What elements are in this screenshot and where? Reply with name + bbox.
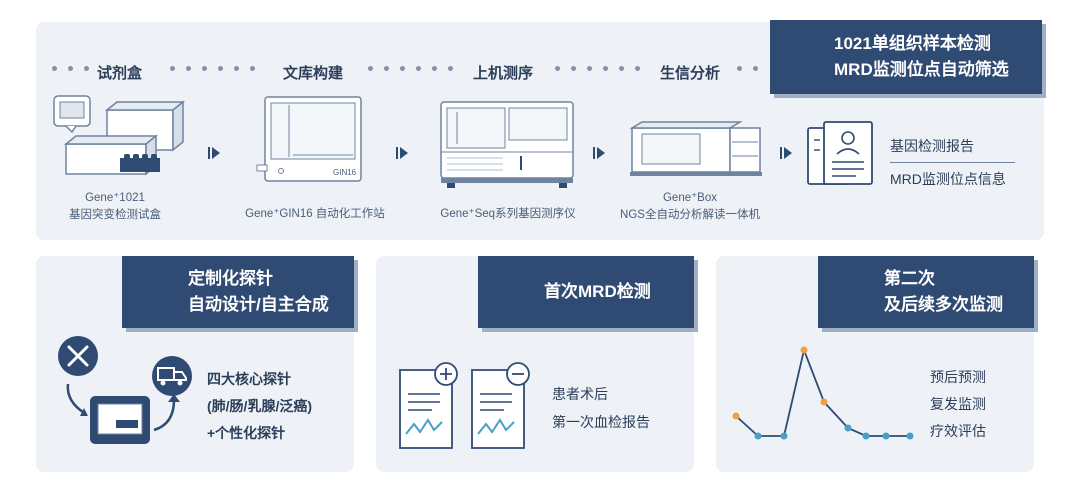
- trend-point: [780, 432, 788, 440]
- step-label-sequencing: 上机测序: [473, 65, 534, 82]
- probe-line-1: 四大核心探针: [207, 371, 291, 387]
- badge-d: D 第二次 及后续多次监测: [818, 256, 1034, 328]
- probe-text: 四大核心探针 (肺/肠/乳腺/泛癌) +个性化探针: [207, 366, 312, 447]
- trend-point: [862, 432, 870, 440]
- flow-arrow-2: [396, 147, 408, 159]
- workstation-illustration: GIN16: [256, 96, 362, 182]
- kit-caption: Gene⁺1021 基因突变检测试盒: [60, 190, 170, 224]
- badge-a-letter: A: [770, 30, 830, 84]
- report-line-gene: 基因检测报告: [890, 138, 974, 154]
- followup-line-1: 预后预测: [930, 369, 986, 385]
- first-test-line-1: 患者术后: [552, 386, 608, 402]
- workstation-device-label: GIN16: [333, 168, 357, 177]
- kit-box-illustration: [53, 95, 186, 176]
- badge-b-line-2: 自动设计/自主合成: [188, 295, 329, 314]
- sequencer-illustration: [440, 101, 574, 188]
- kit-caption-line-2: 基因突变检测试盒: [69, 209, 161, 221]
- followup-text: 预后预测 复发监测 疗效评估: [930, 364, 986, 445]
- step-dots-4: [555, 66, 640, 71]
- report-divider: [890, 162, 1015, 163]
- trend-point: [800, 346, 808, 354]
- step-dots-5: [737, 66, 758, 71]
- flow-arrow-3: [593, 147, 605, 159]
- badge-c: C 首次MRD检测: [478, 256, 694, 328]
- badge-d-line-2: 及后续多次监测: [884, 295, 1003, 314]
- trend-point: [754, 432, 762, 440]
- step-label-library: 文库构建: [283, 65, 344, 82]
- probe-line-2: (肺/肠/乳腺/泛癌): [207, 398, 312, 414]
- step-dots-3: [368, 66, 453, 71]
- trend-point: [820, 398, 828, 406]
- step-dots-1: [52, 66, 89, 71]
- badge-c-line-1: 首次MRD检测: [544, 282, 651, 301]
- trend-point: [906, 432, 914, 440]
- analysis-caption-line-1: Gene⁺Box: [662, 192, 718, 204]
- badge-b: B 定制化探针 自动设计/自主合成: [122, 256, 354, 328]
- badge-a-line-2: MRD监测位点自动筛选: [834, 60, 1009, 79]
- probe-line-3: +个性化探针: [207, 425, 286, 441]
- report-info: 基因检测报告 MRD监测位点信息: [890, 132, 1015, 193]
- badge-d-letter: D: [818, 265, 878, 319]
- monitoring-trend-line: [732, 346, 914, 440]
- analysis-caption: Gene⁺Box NGS全自动分析解读一体机: [610, 190, 770, 224]
- first-test-line-2: 第一次血检报告: [552, 414, 650, 430]
- step-label-analysis: 生信分析: [660, 65, 721, 82]
- badge-a: A 1021单组织样本检测 MRD监测位点自动筛选: [770, 20, 1042, 94]
- flow-arrow-1: [208, 147, 220, 159]
- badge-a-line-1: 1021单组织样本检测: [834, 34, 991, 53]
- followup-line-2: 复发监测: [930, 396, 986, 412]
- badge-c-letter: C: [478, 265, 538, 319]
- sequencer-caption: Gene⁺Seq系列基因测序仪: [440, 208, 576, 220]
- badge-b-letter: B: [122, 265, 182, 319]
- report-line-mrd: MRD监测位点信息: [890, 171, 1006, 187]
- trend-point: [882, 432, 890, 440]
- step-label-kit: 试剂盒: [97, 65, 143, 82]
- truck-icon: [152, 356, 192, 396]
- badge-d-line-1: 第二次: [884, 269, 935, 288]
- kit-caption-line-1: Gene⁺1021: [85, 192, 145, 204]
- probe-design-illustration: [58, 336, 192, 444]
- followup-line-3: 疗效评估: [930, 423, 986, 439]
- trend-point: [844, 424, 852, 432]
- analysis-caption-line-2: NGS全自动分析解读一体机: [620, 209, 760, 221]
- analysis-box-illustration: [629, 121, 762, 176]
- first-test-text: 患者术后 第一次血检报告: [552, 380, 650, 436]
- blood-test-reports-icon: [399, 362, 530, 449]
- step-dots-2: [170, 66, 255, 71]
- badge-b-line-1: 定制化探针: [188, 269, 273, 288]
- trend-point: [732, 412, 740, 420]
- workstation-caption: Gene⁺GIN16 自动化工作站: [245, 208, 385, 220]
- report-documents-icon: [807, 121, 873, 185]
- flow-arrow-4: [780, 147, 792, 159]
